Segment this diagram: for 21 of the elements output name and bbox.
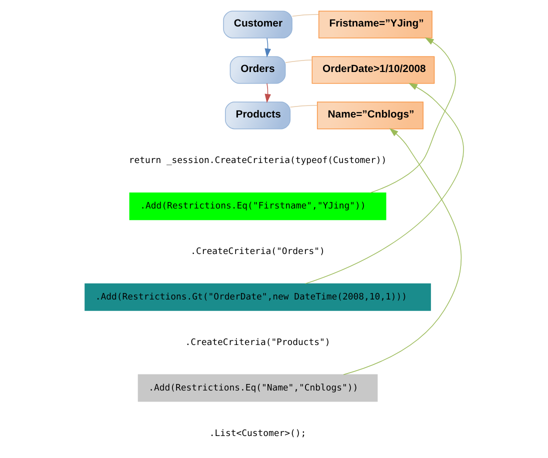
node-box: Name=”Cnblogs” (316, 102, 423, 130)
node-box: Customer (222, 10, 292, 38)
label: return _session.CreateCriteria(typeof(Customer)) (128, 156, 386, 166)
connector (289, 105, 317, 108)
node-box: Products (224, 102, 290, 130)
arrow (304, 82, 464, 284)
node-box: Orders (229, 56, 286, 84)
connector (284, 60, 312, 64)
label: .List<Customer>(); (208, 428, 306, 439)
connector (291, 14, 318, 17)
label: .CreateCriteria("Orders") (190, 247, 324, 258)
node-box: Fristname=”YJing” (318, 10, 432, 38)
node-box: OrderDate>1/10/2008 (311, 56, 434, 84)
node-box: .Add(Restrictions.Eq("Firstname","YJing")) (128, 192, 386, 220)
node-box: .Add(Restrictions.Eq("Name","Cnblogs")) (137, 374, 378, 402)
node-box: .Add(Restrictions.Gt("OrderDate",new DateTime(2008,10,1))) (84, 283, 430, 311)
arrow (264, 83, 270, 103)
label: .CreateCriteria("Products") (184, 338, 330, 348)
arrow (342, 128, 462, 375)
arrow (264, 38, 270, 58)
arrow (369, 37, 456, 194)
